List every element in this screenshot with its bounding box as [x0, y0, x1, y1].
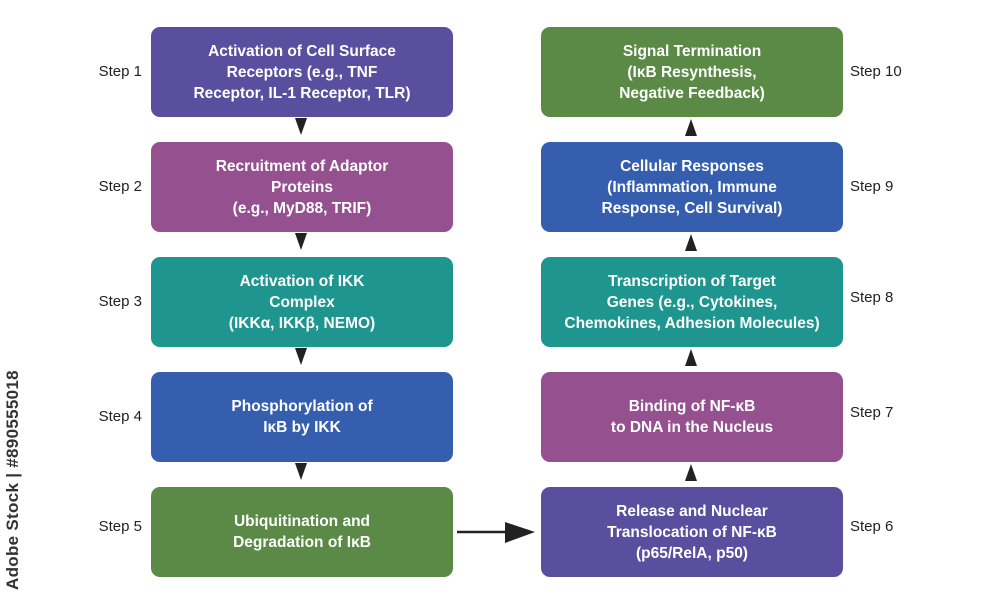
arrow-step6-to-step7 — [685, 464, 697, 481]
arrow-step2-to-step3 — [295, 233, 307, 250]
step-9-label: Step 9 — [850, 178, 894, 195]
step-6-label: Step 6 — [850, 518, 894, 535]
step-1-label: Step 1 — [98, 63, 142, 80]
stock-watermark-text: Adobe Stock | #890555018 — [3, 370, 22, 590]
step-7-label: Step 7 — [850, 404, 894, 421]
step-2-label: Step 2 — [98, 178, 142, 195]
arrow-step3-to-step4 — [295, 348, 307, 365]
arrow-step7-to-step8 — [685, 349, 697, 366]
step-10-label: Step 10 — [850, 63, 902, 80]
step-5-label: Step 5 — [98, 518, 142, 535]
arrow-step5-to-step6-head — [505, 522, 535, 543]
arrow-step1-to-step2 — [295, 118, 307, 135]
step-4-label: Step 4 — [98, 408, 142, 425]
step-8-label: Step 8 — [850, 289, 894, 306]
step-3-label: Step 3 — [98, 293, 142, 310]
arrow-step9-to-step10 — [685, 119, 697, 136]
arrow-step4-to-step5 — [295, 463, 307, 480]
arrow-step8-to-step9 — [685, 234, 697, 251]
step-10-box: Signal Termination(IκB Resynthesis,Negat… — [541, 27, 843, 117]
